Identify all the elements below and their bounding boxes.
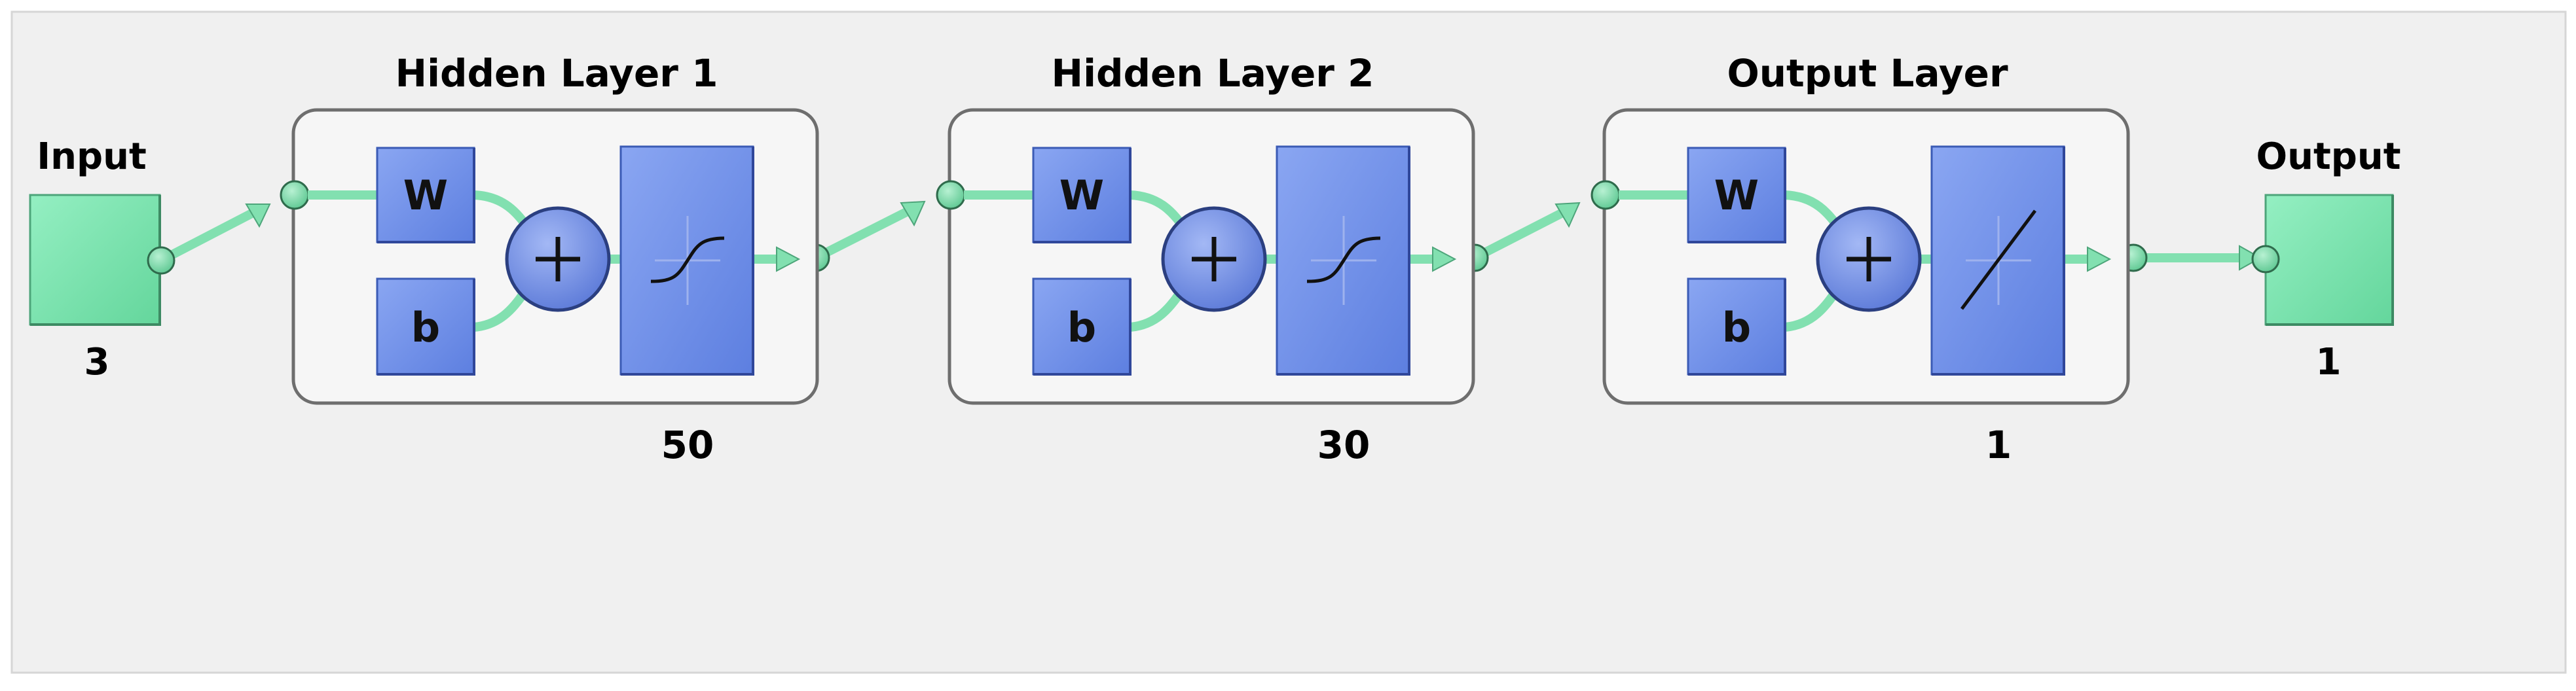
layer-input-node <box>1591 180 1621 210</box>
transfer-block-shadow <box>1932 147 2065 376</box>
sigmoid-function-icon <box>1306 236 1381 283</box>
layer-input-node <box>280 180 310 210</box>
bias-block <box>1687 277 1786 376</box>
layer-size: 1 <box>1985 423 2012 467</box>
weight-label: W <box>1714 171 1759 219</box>
plus-icon <box>536 237 580 281</box>
weight-block-shadow <box>1688 148 1786 243</box>
output-block <box>2264 194 2394 326</box>
hidden-layer-1: Wb Hidden Layer 1 50 <box>280 51 819 467</box>
arrowhead-icon <box>2087 246 2112 272</box>
bias-label: b <box>1067 304 1096 351</box>
plus-icon <box>1847 237 1891 281</box>
arrowhead-icon <box>1432 246 1457 272</box>
layer-title: Output Layer <box>1727 51 2008 96</box>
weight-label: W <box>1059 171 1104 219</box>
bias-block-shadow <box>1033 279 1132 376</box>
input-label: Input <box>37 135 146 178</box>
linear-function-icon <box>1960 209 2037 310</box>
bias-label: b <box>1722 304 1751 351</box>
weight-block <box>1032 147 1132 243</box>
bias-block-shadow <box>377 279 475 376</box>
layer-size: 30 <box>1317 423 1371 467</box>
output-size: 1 <box>2316 341 2342 383</box>
output-layer: Wb Output Layer 1 <box>1591 51 2130 467</box>
bias-label: b <box>411 304 440 351</box>
layer-input-node <box>936 180 966 210</box>
transfer-block-shadow <box>621 147 754 376</box>
arrowhead-icon <box>776 246 801 272</box>
input-block <box>29 194 161 326</box>
bias-block-shadow <box>1688 279 1786 376</box>
weight-block <box>376 147 475 243</box>
layer-size: 50 <box>661 423 714 467</box>
output-label: Output <box>2256 135 2401 178</box>
weight-block <box>1687 147 1786 243</box>
input-size: 3 <box>84 341 110 383</box>
layer-title: Hidden Layer 2 <box>1052 51 1374 96</box>
layer-title: Hidden Layer 1 <box>396 51 718 96</box>
transfer-block-shadow <box>1277 147 1410 376</box>
sigmoid-function-icon <box>650 236 725 283</box>
weight-label: W <box>403 171 448 219</box>
hidden-layer-2: Wb Hidden Layer 2 30 <box>936 51 1475 467</box>
weight-block-shadow <box>377 148 475 243</box>
plus-icon <box>1192 237 1236 281</box>
connector-input-to-layer1 <box>147 204 271 275</box>
bias-block <box>1032 277 1132 376</box>
weight-block-shadow <box>1033 148 1132 243</box>
